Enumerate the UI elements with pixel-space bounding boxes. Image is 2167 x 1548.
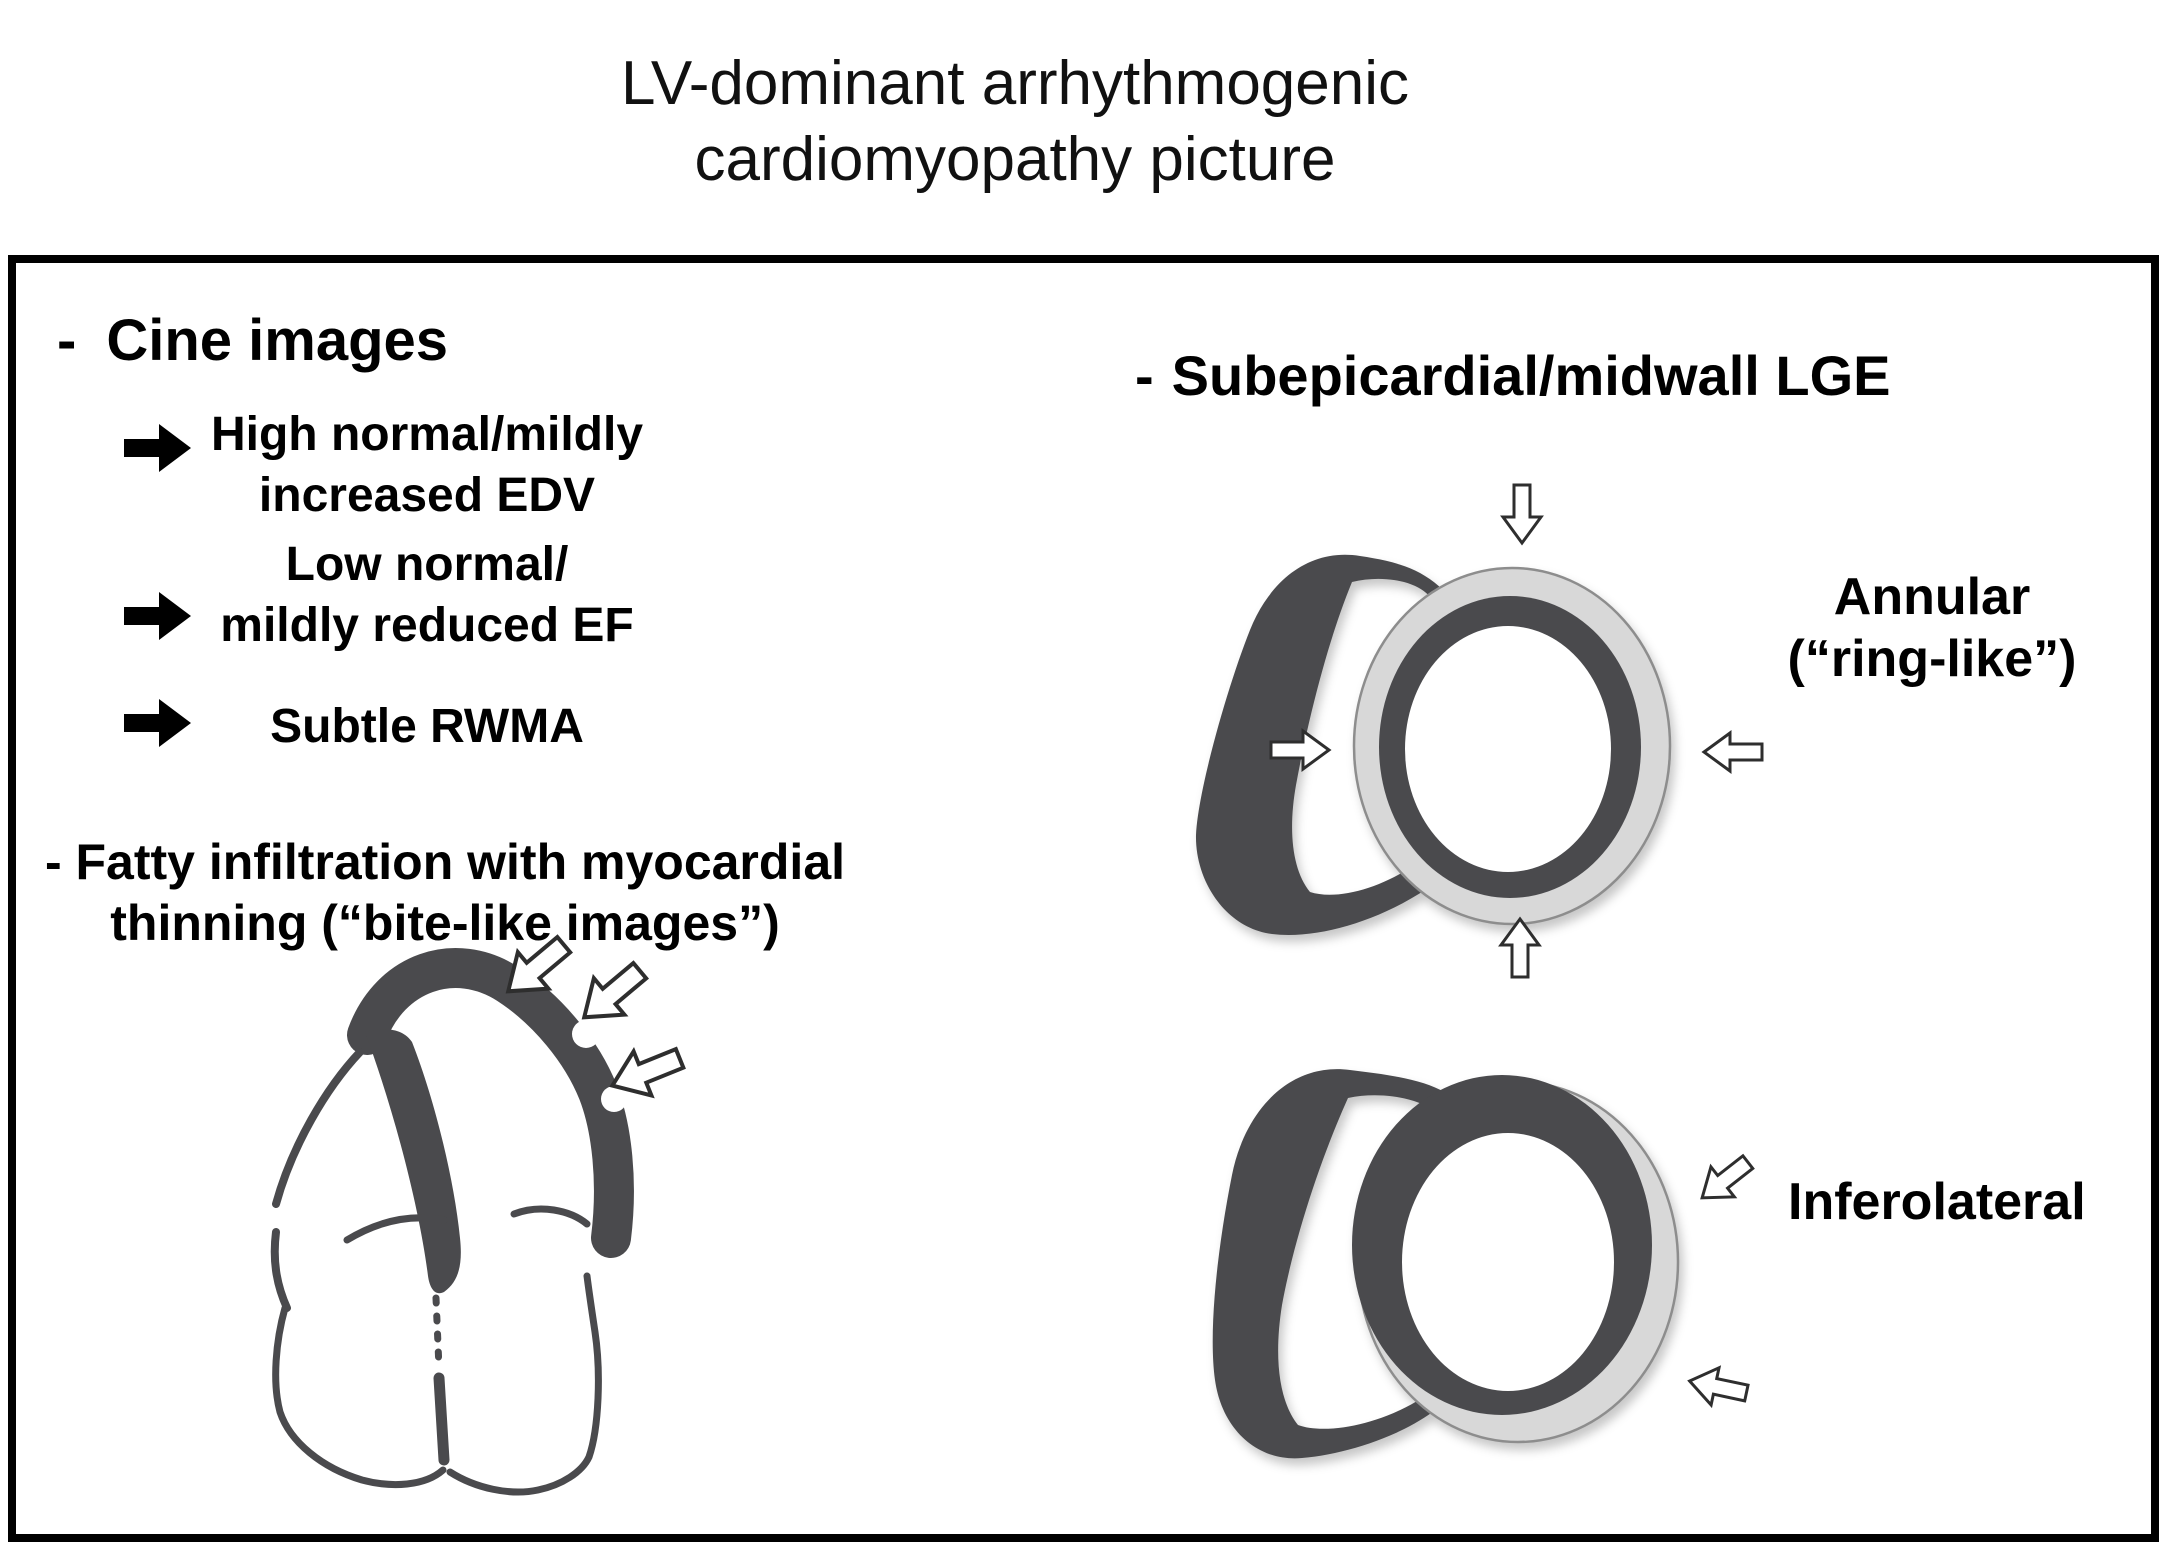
bullet-line: Low normal/ <box>285 538 569 591</box>
page-title-line1: LV-dominant arrhythmogenic <box>620 49 1410 118</box>
white-outline-arrow-icon <box>1702 731 1764 773</box>
bullet-line: High normal/mildly <box>210 408 644 461</box>
white-outline-arrow-icon <box>1501 483 1543 545</box>
page-title-line2: cardiomyopathy picture <box>694 125 1336 194</box>
annular-label-line2: (“ring-like”) <box>1787 630 2077 688</box>
left-arrow-icon <box>1702 731 1764 773</box>
heart-bite-diagram <box>270 924 730 1496</box>
fatty-heading: - Fatty infiltration with myocardial thi… <box>30 832 860 954</box>
up-arrow-icon <box>1499 917 1541 979</box>
solid-right-arrow-icon <box>124 699 191 747</box>
bullet-arrow-icon <box>124 592 191 640</box>
free-wall-outline <box>272 1048 364 1208</box>
solid-right-arrow-icon <box>124 424 191 472</box>
valve-plane-arc <box>510 1205 591 1228</box>
cine-heading: -Cine images <box>57 308 448 374</box>
valve-plane-arc <box>343 1214 448 1244</box>
dash-bullet: - <box>1135 344 1154 407</box>
annular-label: Annular (“ring-like”) <box>1752 566 2112 690</box>
right-atrium-outline <box>446 1272 602 1496</box>
down-arrow-icon <box>1501 483 1543 545</box>
interatrial-cleft <box>433 1372 450 1466</box>
bullet-item-rwma: Subtle RWMA <box>197 696 657 757</box>
fatty-heading-line1: - Fatty infiltration with myocardial <box>44 834 846 890</box>
bite-notch <box>601 1086 627 1112</box>
left-atrium-outline <box>272 1304 447 1489</box>
bullet-line: mildly reduced EF <box>220 599 634 652</box>
page-title: LV-dominant arrhythmogenic cardiomyopath… <box>0 46 2030 198</box>
annular-label-line1: Annular <box>1833 568 2031 626</box>
myocardial-wall-band <box>347 948 634 1258</box>
inferolateral-sa-diagram <box>1212 1069 1762 1459</box>
free-wall-outline <box>270 1228 291 1312</box>
inferolateral-label: Inferolateral <box>1788 1173 2086 1231</box>
bullet-item-ef: Low normal/ mildly reduced EF <box>197 534 657 656</box>
bite-notch <box>572 1020 600 1048</box>
annular-sa-diagram <box>1195 483 1764 979</box>
lge-heading-label: Subepicardial/midwall LGE <box>1171 344 1891 407</box>
lv-cavity <box>1405 626 1611 872</box>
cine-heading-label: Cine images <box>106 308 449 373</box>
bullet-line: increased EDV <box>258 469 596 522</box>
lge-heading: -Subepicardial/midwall LGE <box>1135 344 1891 408</box>
interatrial-dotted-line <box>432 1294 443 1372</box>
main-box <box>8 255 2159 1542</box>
white-outline-arrow-icon <box>1688 1145 1762 1215</box>
bullet-arrow-icon <box>124 424 191 472</box>
dash-bullet: - <box>57 308 77 373</box>
bullet-arrow-icon <box>124 699 191 747</box>
fatty-heading-line2: thinning (“bite-like images”) <box>110 895 780 951</box>
bullet-item-edv: High normal/mildly increased EDV <box>197 404 657 526</box>
diagonal-arrow-icon <box>1684 1360 1752 1414</box>
rv-myocardium <box>1195 554 1456 935</box>
solid-right-arrow-icon <box>124 592 191 640</box>
diagonal-arrow-icon <box>1688 1145 1762 1215</box>
white-outline-arrow-icon <box>1499 917 1541 979</box>
septum-band <box>365 1029 461 1294</box>
white-outline-arrow-icon <box>1684 1360 1752 1414</box>
rv-myocardium <box>1212 1069 1465 1459</box>
lv-cavity <box>1402 1133 1614 1391</box>
bullet-line: Subtle RWMA <box>270 700 584 753</box>
